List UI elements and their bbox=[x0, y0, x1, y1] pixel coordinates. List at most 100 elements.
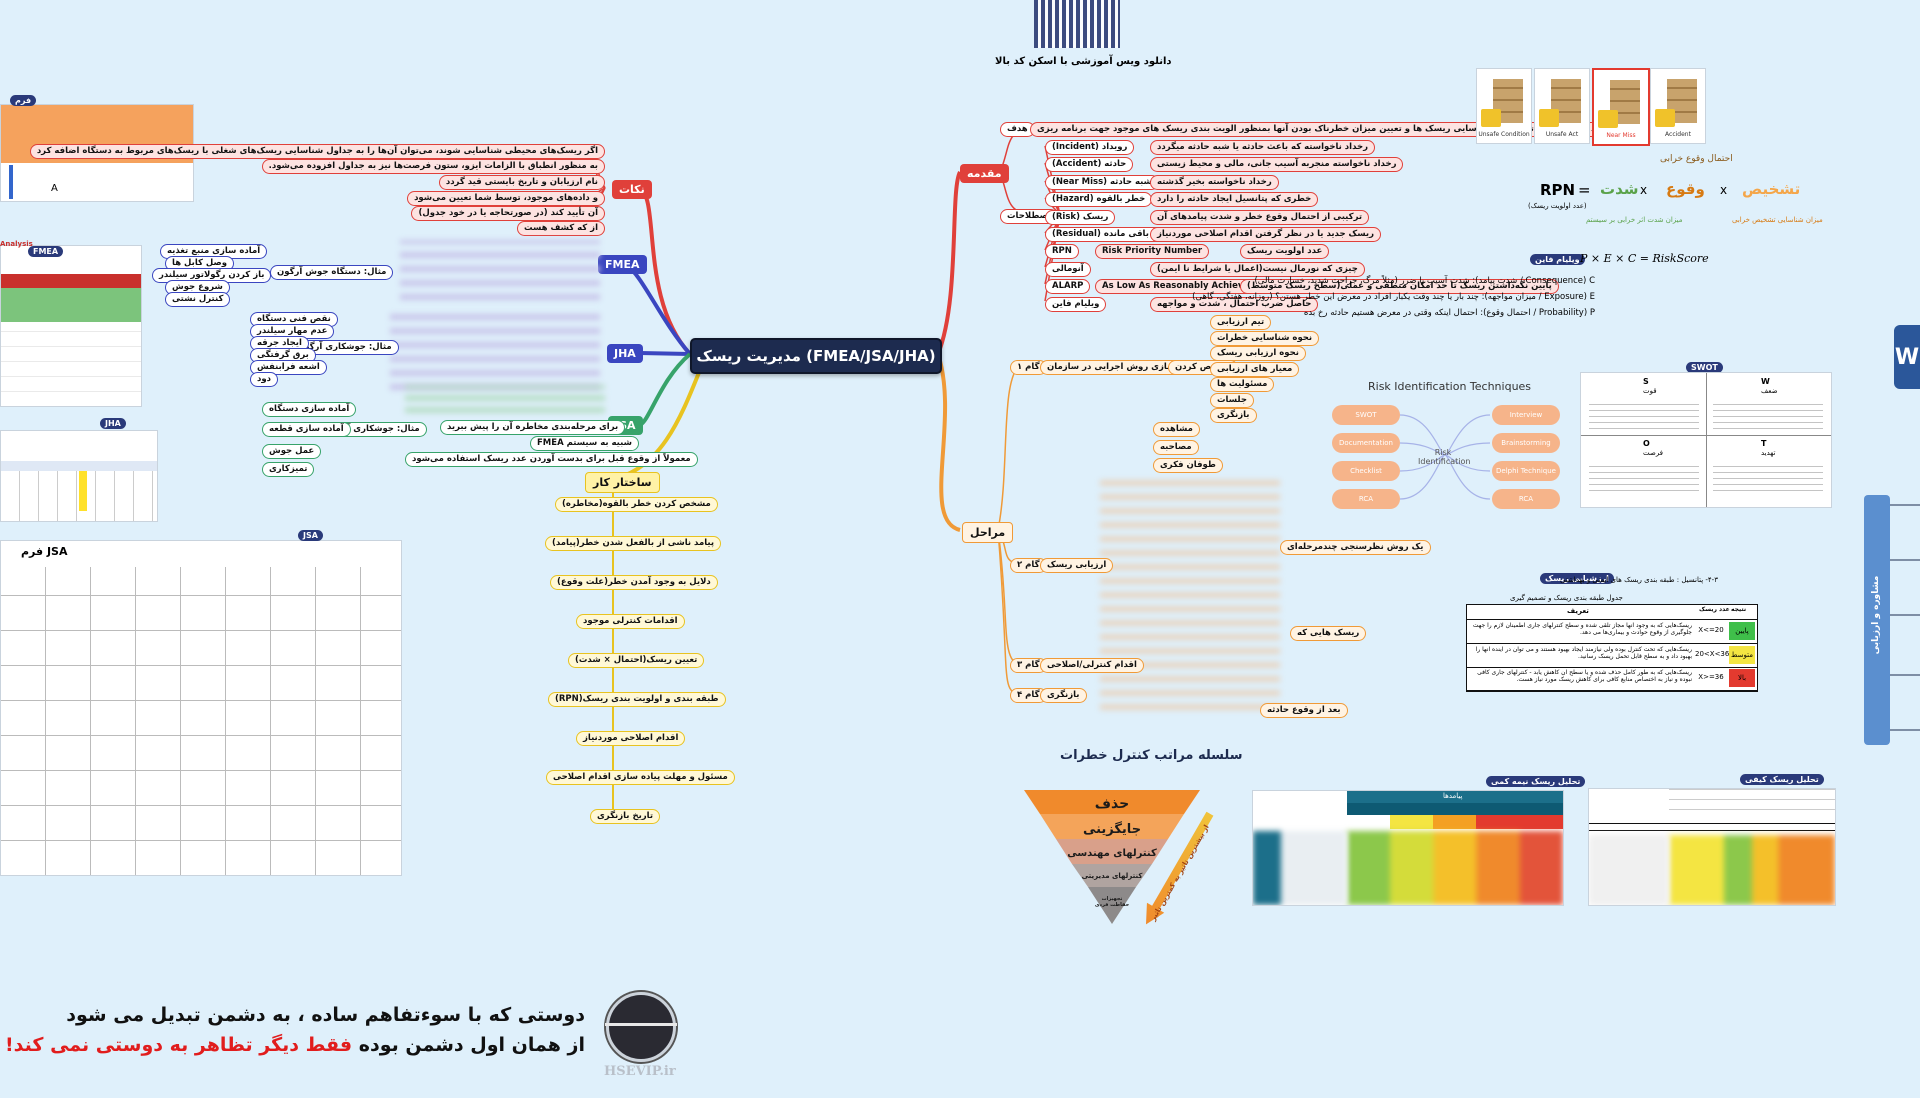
hierarchy-level: تجهیزات حفاظت فردی bbox=[1094, 896, 1130, 908]
branch-sakhtar[interactable]: ساختار کار bbox=[585, 472, 660, 493]
rpn-detection: تشخیص bbox=[1742, 180, 1801, 198]
gam4-sub: بعد از وقوع حادثه bbox=[1260, 703, 1348, 718]
method: مصاحبه bbox=[1153, 440, 1199, 455]
term-value: حاصل ضرب احتمال ، شدت و مواجهه bbox=[1150, 296, 1319, 312]
rpn-occurrence: وقوع bbox=[1666, 180, 1705, 198]
technique-pill[interactable]: Interview bbox=[1492, 405, 1560, 425]
nokat-item: اگر ریسک‌های محیطی شناسایی شوند، می‌توان… bbox=[29, 144, 605, 159]
swot-s-fa: قوت bbox=[1643, 387, 1657, 395]
risk-table-label: ارزشیابی ریسک bbox=[1540, 573, 1614, 584]
term-key: ریسک (Risk) bbox=[1045, 209, 1116, 225]
side-panel-links bbox=[1890, 504, 1920, 731]
rpn-note-top: احتمال وقوع خرابی bbox=[1660, 154, 1733, 164]
swot-t-fa: تهدید bbox=[1761, 449, 1776, 457]
jsa-note: برای مرحله‌بندی مخاطره آن را پیش ببرید bbox=[440, 420, 626, 435]
root-node[interactable]: مدیریت ریسک (FMEA/JSA/JHA) bbox=[690, 338, 942, 374]
rpn-x1: x bbox=[1640, 183, 1648, 197]
risk-tech-connectors bbox=[1399, 414, 1491, 500]
swot-w-fa: ضعف bbox=[1761, 387, 1778, 395]
row-desc: ریسک‌هایی که به طور کامل حذف شده و یا سط… bbox=[1477, 669, 1692, 683]
side-panel[interactable] bbox=[1864, 495, 1890, 745]
fmea-blurred-content bbox=[400, 240, 600, 300]
accident-label: Accident bbox=[1665, 131, 1691, 138]
gam1-sub: نحوه ارزیابی ریسک bbox=[1210, 346, 1306, 361]
technique-pill[interactable]: RCA bbox=[1492, 489, 1560, 509]
sakhtar-step: تاریخ بازنگری bbox=[590, 809, 661, 824]
det-note: میزان شناسایی تشخیص خرابی bbox=[1732, 216, 1823, 224]
technique-pill[interactable]: RCA bbox=[1332, 489, 1400, 509]
term-key: RPN bbox=[1045, 244, 1079, 260]
col-head: نتیجه bbox=[1731, 606, 1747, 613]
branch-jha[interactable]: JHA bbox=[607, 344, 643, 363]
william-line: C (Consequence / شدت پیامد): شدت آسیب یا… bbox=[1254, 276, 1595, 286]
technique-pill[interactable]: Delphi Technique bbox=[1492, 461, 1560, 481]
term-value: ترکیبی از احتمال وقوع خطر و شدت پیامدهای… bbox=[1150, 209, 1370, 225]
william-line: E (Exposure / میزان مواجهه): چند بار یا … bbox=[1192, 292, 1595, 302]
nokat-item: از که کشف هست bbox=[516, 221, 605, 236]
sakhtar-step: پیامد ناشی از بالفعل شدن خطر(پیامد) bbox=[545, 536, 722, 551]
nokat-item: به منظور انطباق با الزامات ایزو، ستون فر… bbox=[261, 159, 605, 174]
jha-thumbnail bbox=[0, 430, 158, 522]
quote-line2: از همان اول دشمن بوده فقط دیگر تظاهر به … bbox=[5, 1034, 585, 1056]
forklift-icon bbox=[1539, 109, 1559, 127]
swot-w: W bbox=[1761, 377, 1770, 386]
hierarchy-level: حذف bbox=[1094, 796, 1130, 812]
jsa-thumbnail: فرم JSA bbox=[0, 540, 402, 876]
rpn-x2: x bbox=[1720, 183, 1728, 197]
sakhtar-step: طبقه بندی و اولویت بندی ریسک(RPN) bbox=[548, 692, 726, 707]
technique-pill[interactable]: Documentation bbox=[1332, 433, 1400, 453]
sakhtar-step: مشخص کردن خطر بالقوه(مخاطره) bbox=[555, 497, 718, 512]
term-key: شبه حادثه (Near Miss) bbox=[1045, 174, 1159, 190]
forklift-icon bbox=[1655, 109, 1675, 127]
branch-nokat[interactable]: نکات bbox=[612, 180, 652, 199]
technique-pill[interactable]: Brainstorming bbox=[1492, 433, 1560, 453]
nokat-item: آن تأیید کند (در صورتحاجه یا در خود جدول… bbox=[411, 206, 605, 221]
semi-quant-matrix: پیامدها bbox=[1252, 790, 1564, 906]
risk-table: تعریف عدد ریسک نتیجه ریسک‌هایی که به وجو… bbox=[1466, 604, 1758, 692]
jsa-label: JSA bbox=[298, 530, 323, 541]
gam1-sub: نحوه شناسایی خطرات bbox=[1210, 330, 1320, 346]
gam4: گام ۴ bbox=[1010, 688, 1047, 703]
sakhtar-step: تعیین ریسک(احتمال × شدت) bbox=[568, 653, 705, 668]
forklift-icon bbox=[1481, 109, 1501, 127]
word-icon[interactable]: W bbox=[1894, 325, 1920, 389]
sakhtar-step: دلایل به وجود آمدن خطر(علت وقوع) bbox=[550, 575, 718, 590]
hierarchy-level: کنترلهای مهندسی bbox=[1067, 848, 1157, 859]
row-desc: ریسک‌هایی که به وجود آنها مجاز تلقی شده … bbox=[1472, 622, 1692, 636]
method: طوفان فکری bbox=[1153, 458, 1223, 473]
branch-moghadame[interactable]: مقدمه bbox=[960, 164, 1009, 183]
jsa-note: شبیه به سیستم FMEA bbox=[530, 436, 639, 451]
risk-table-caption: جدول طبقه بندی ریسک و تصمیم گیری bbox=[1510, 594, 1623, 602]
nokat-item: نام ارزیابان و تاریخ بایستی قید گردد bbox=[438, 175, 605, 190]
technique-pill[interactable]: Checklist bbox=[1332, 461, 1400, 481]
row-level: متوسط bbox=[1729, 645, 1755, 664]
hierarchy-title: سلسله مراتب کنترل خطرات bbox=[1060, 748, 1243, 763]
fmea-example: مثال: دستگاه جوش آرگون bbox=[270, 265, 394, 280]
gam2: گام ۲ bbox=[1010, 558, 1047, 573]
gam2-text: ارزیابی ریسک bbox=[1040, 558, 1114, 573]
accident-image: Accident bbox=[1650, 68, 1706, 144]
william-line: P (Probability / احتمال وقوع): احتمال ای… bbox=[1303, 308, 1595, 318]
branch-fmea[interactable]: FMEA bbox=[598, 255, 647, 274]
gam1-sub: تیم ارزیابی bbox=[1210, 315, 1272, 330]
swot-label: SWOT bbox=[1686, 362, 1723, 373]
hierarchy-level: کنترلهای مدیریتی bbox=[1081, 872, 1143, 880]
analysis-label: Analysis bbox=[0, 240, 33, 248]
semi-quant-header: پیامدها bbox=[1443, 792, 1463, 800]
row-desc: ریسک‌هایی که تحت کنترل بوده ولی نیازمند … bbox=[1475, 645, 1692, 660]
risk-table-titleline: ۴-۳- پتانسیل : طبقه بندی ریسک های ایمنی … bbox=[1560, 576, 1718, 584]
accident-label: Unsafe Condition bbox=[1478, 131, 1530, 138]
sakhtar-step: اقدامات کنترلی موجود bbox=[576, 614, 685, 629]
branch-marahel[interactable]: مراحل bbox=[962, 522, 1014, 543]
william-formula: P × E × C = RiskScore bbox=[1580, 252, 1709, 265]
technique-pill[interactable]: SWOT bbox=[1332, 405, 1400, 425]
accident-image: Unsafe Condition bbox=[1476, 68, 1532, 144]
sakhtar-step: اقدام اصلاحی موردنیاز bbox=[576, 731, 686, 746]
sakhtar-step: مسئول و مهلت پیاده سازی اقدام اصلاحی bbox=[546, 770, 735, 785]
jsa-sub: عمل جوش bbox=[262, 444, 322, 459]
fmea-sub: کنترل نشتی bbox=[165, 292, 231, 307]
term-key: ALARP bbox=[1045, 279, 1091, 295]
accident-label: Unsafe Act bbox=[1545, 131, 1579, 138]
swot-t: T bbox=[1761, 439, 1767, 448]
gam2-sub: ریسک هایی که bbox=[1290, 626, 1367, 641]
